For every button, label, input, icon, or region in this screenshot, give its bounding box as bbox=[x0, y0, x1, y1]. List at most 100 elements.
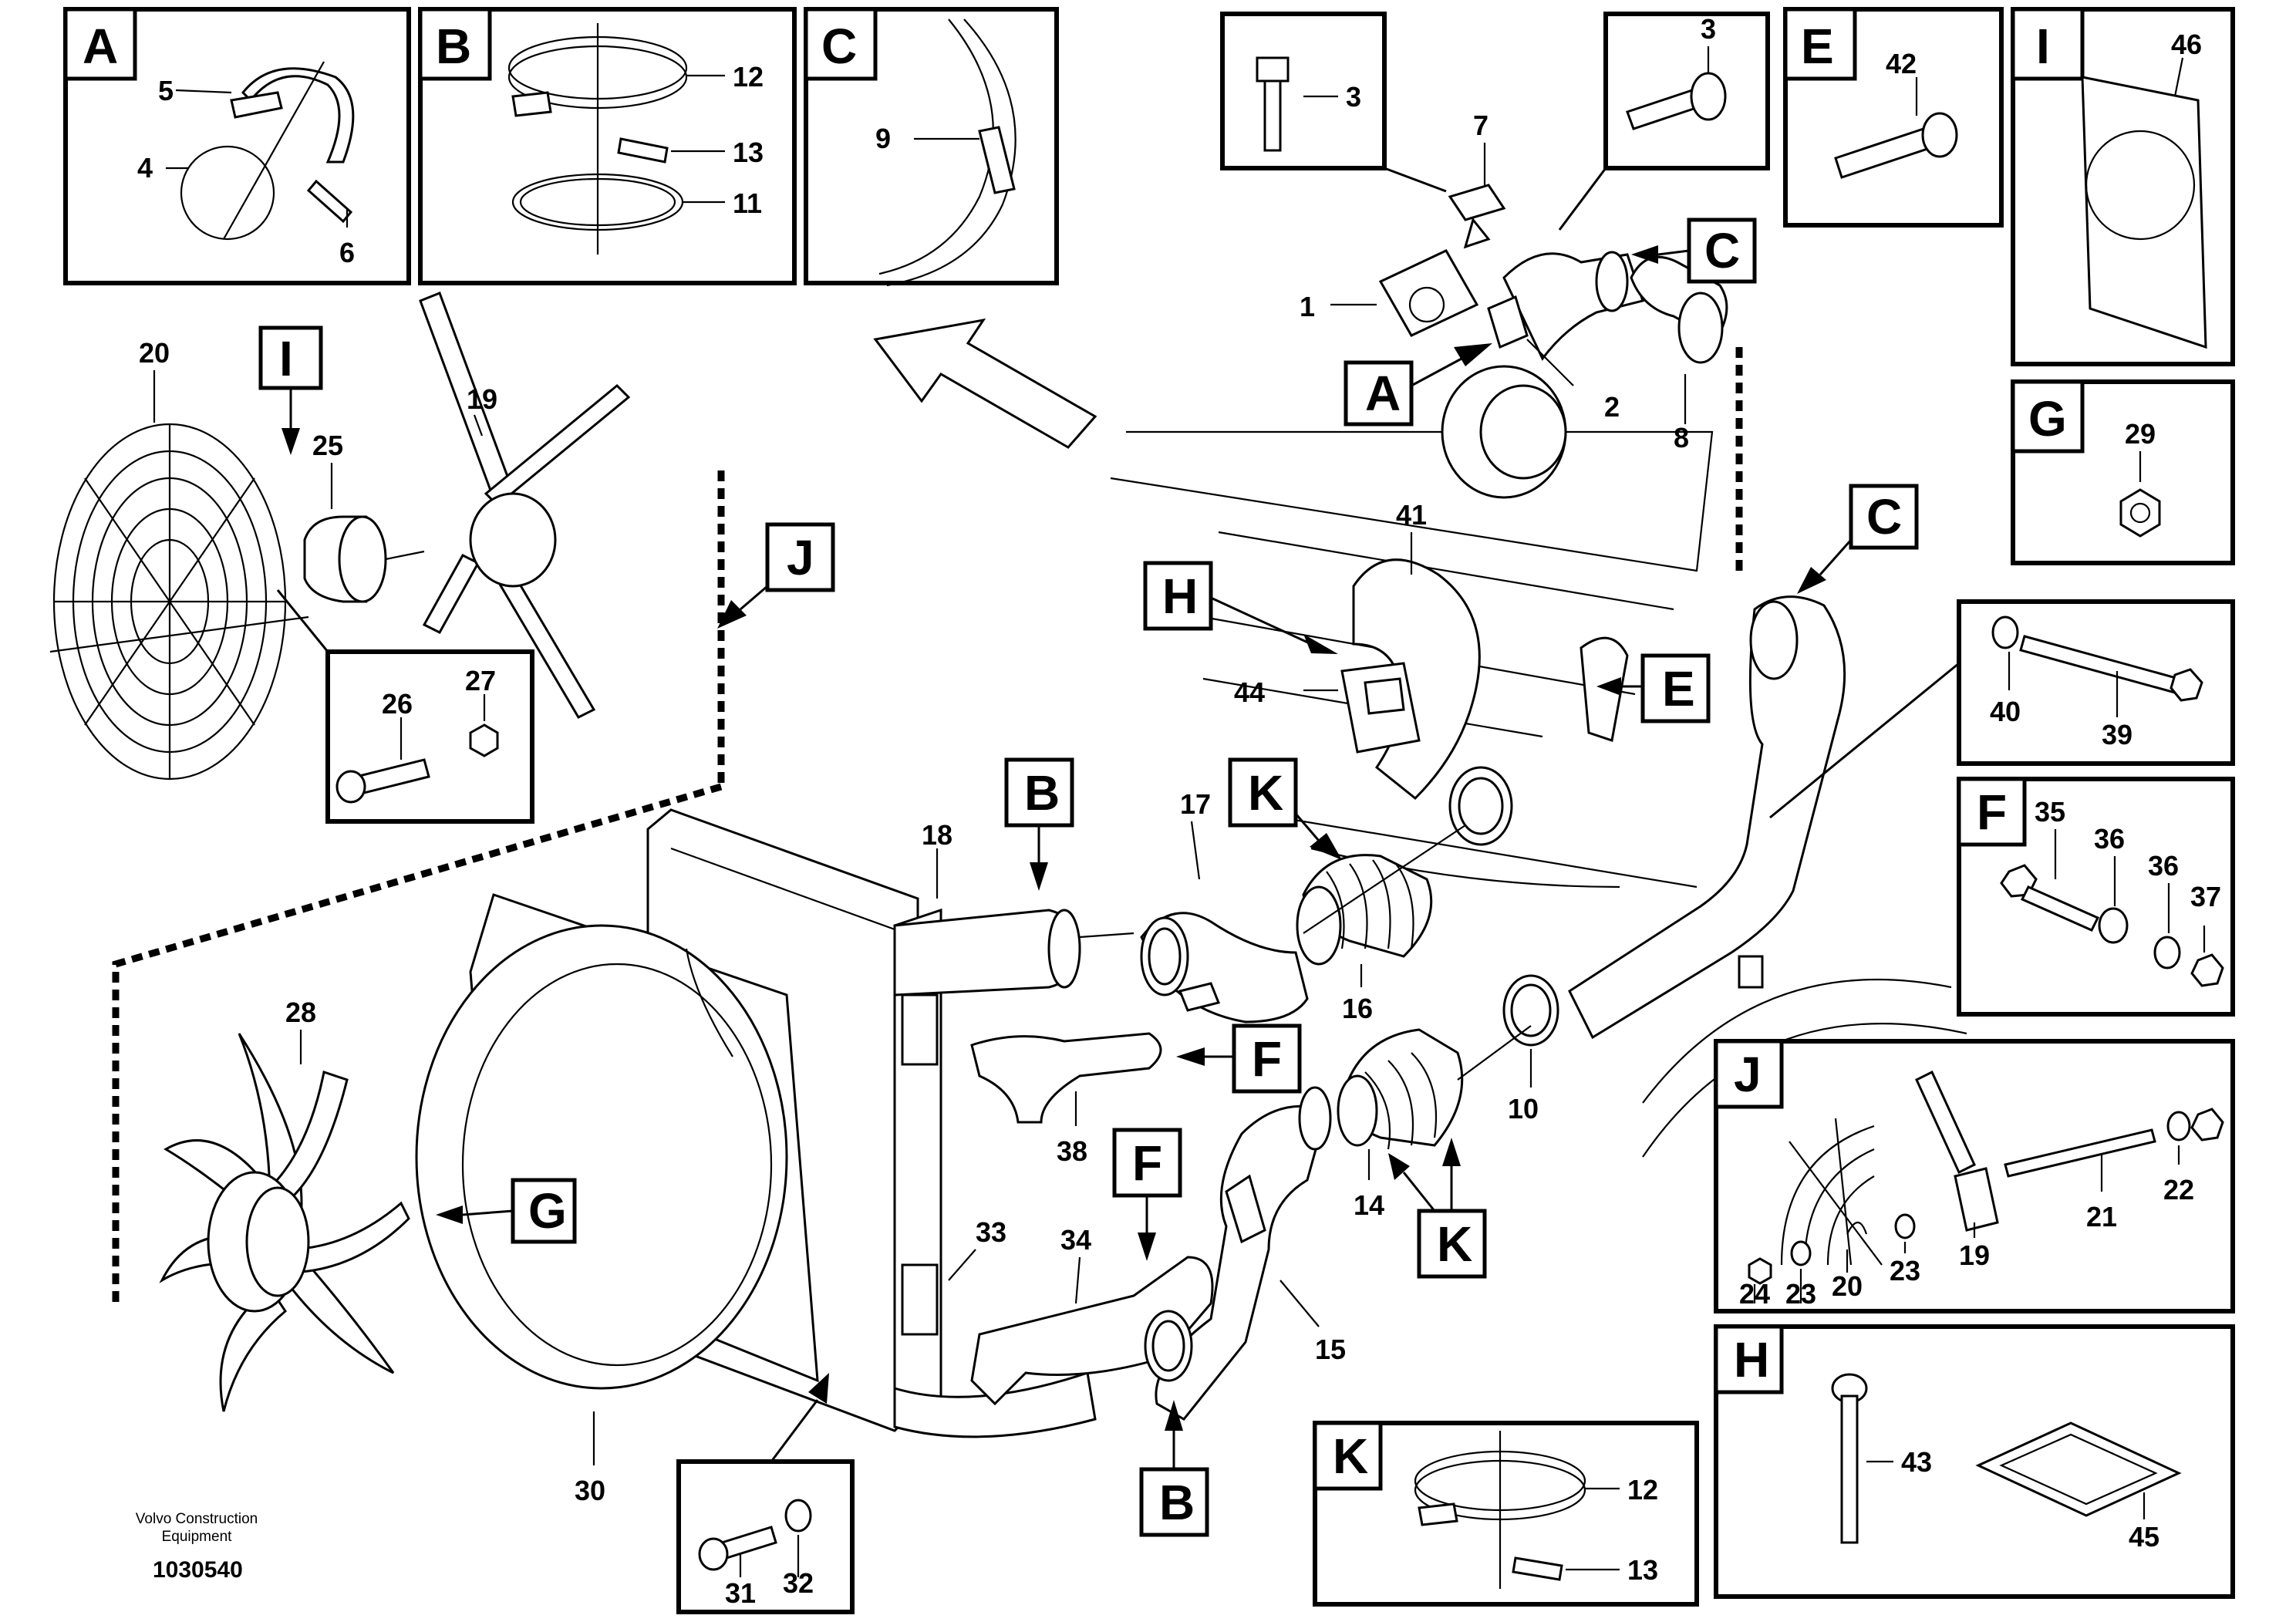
detail-box-g-label: G bbox=[2028, 391, 2067, 447]
callout-f-upper: F bbox=[1176, 1023, 1302, 1094]
callout-e: E bbox=[1596, 653, 1711, 723]
callout-h-label: H bbox=[1162, 568, 1198, 624]
part-number: 20 bbox=[139, 337, 170, 369]
part-number: 29 bbox=[2125, 418, 2156, 450]
callout-b-bottom-label: B bbox=[1159, 1475, 1195, 1530]
part-number: 23 bbox=[1890, 1255, 1920, 1286]
detail-box-i-label: I bbox=[2036, 19, 2050, 74]
part-number: 20 bbox=[1832, 1270, 1863, 1302]
detail-box-k-label: K bbox=[1333, 1428, 1368, 1484]
part-number: 21 bbox=[2086, 1201, 2117, 1233]
part-number: 2 bbox=[1604, 391, 1620, 423]
turbocharger-outlet: 2 bbox=[1441, 251, 1644, 499]
part-number: 22 bbox=[2163, 1174, 2194, 1206]
part-number: 37 bbox=[2190, 881, 2221, 912]
detail-box-c: C 9 bbox=[804, 7, 1059, 287]
drawing-footer: Volvo Construction Equipment 1030540 bbox=[136, 1511, 258, 1583]
callout-k-upper-label: K bbox=[1248, 765, 1283, 821]
part-number: 31 bbox=[725, 1577, 756, 1609]
callout-g-label: G bbox=[528, 1183, 567, 1239]
part-number: 12 bbox=[733, 61, 764, 93]
part-number: 3 bbox=[1346, 81, 1361, 113]
part-number: 38 bbox=[1057, 1135, 1087, 1167]
part-number: 35 bbox=[2035, 796, 2065, 828]
part-number: 9 bbox=[875, 123, 891, 154]
detail-box-bolt-3-right: 3 bbox=[1558, 12, 1770, 231]
callout-b-bottom: B bbox=[1139, 1400, 1209, 1537]
part-number: 13 bbox=[733, 137, 764, 168]
direction-arrow bbox=[873, 318, 1097, 449]
detail-box-bolt-3-left: 3 bbox=[1220, 12, 1447, 193]
part-number: 18 bbox=[922, 819, 952, 851]
callout-i-label: I bbox=[279, 331, 293, 386]
fan-guard-assembly: 20 bbox=[49, 337, 309, 781]
detail-box-k: K 12 13 bbox=[1313, 1421, 1699, 1607]
part-number: 17 bbox=[1180, 788, 1211, 820]
part-number: 27 bbox=[465, 665, 496, 696]
detail-box-g: G 29 bbox=[2011, 379, 2235, 565]
callout-b-top: B bbox=[1004, 757, 1074, 891]
part-number: 19 bbox=[467, 383, 497, 415]
callout-a-label: A bbox=[1365, 366, 1401, 421]
part-number: 25 bbox=[312, 430, 343, 461]
part-number: 10 bbox=[1508, 1093, 1539, 1125]
part-number: 36 bbox=[2094, 823, 2125, 855]
part-number: 3 bbox=[1701, 13, 1716, 45]
charge-air-pipe-15: 15 bbox=[1144, 1086, 1346, 1421]
part-number: 19 bbox=[1959, 1239, 1990, 1271]
part-number: 12 bbox=[1627, 1474, 1658, 1506]
fan-shroud: 30 bbox=[415, 893, 819, 1506]
callout-j: J bbox=[112, 470, 835, 1303]
bellows-14: 14 bbox=[1337, 1025, 1532, 1221]
bellows-16: 16 bbox=[1079, 824, 1466, 1024]
part-number: 34 bbox=[1060, 1224, 1091, 1256]
brand-line-1: Volvo Construction bbox=[136, 1511, 258, 1527]
callout-e-label: E bbox=[1662, 661, 1695, 717]
callout-k-upper: K bbox=[1228, 757, 1342, 860]
detail-box-fasteners-31-32: 31 32 bbox=[676, 1373, 855, 1614]
callout-h: H bbox=[1143, 561, 1338, 654]
detail-box-e-label: E bbox=[1801, 19, 1834, 74]
part-number: 45 bbox=[2129, 1521, 2159, 1553]
part-number: 43 bbox=[1901, 1446, 1932, 1478]
part-number: 5 bbox=[158, 75, 174, 106]
part-number: 7 bbox=[1473, 110, 1489, 141]
part-number: 44 bbox=[1234, 676, 1265, 708]
cooling-fan: 28 bbox=[159, 996, 410, 1412]
part-number: 30 bbox=[575, 1475, 605, 1506]
part-number: 40 bbox=[1990, 696, 2021, 727]
part-number: 46 bbox=[2171, 29, 2202, 60]
intake-pipe-10: 10 bbox=[1502, 595, 1967, 1158]
part-number: 39 bbox=[2102, 719, 2132, 750]
part-number: 14 bbox=[1354, 1189, 1384, 1221]
part-number: 13 bbox=[1627, 1554, 1658, 1586]
detail-box-i: I 46 bbox=[2011, 7, 2235, 366]
part-number: 23 bbox=[1785, 1278, 1816, 1310]
callout-a: A bbox=[1344, 343, 1492, 427]
detail-box-e: E 42 bbox=[1783, 7, 2004, 228]
part-number: 28 bbox=[285, 996, 316, 1028]
detail-box-f-label: F bbox=[1977, 784, 2007, 840]
brand-line-2: Equipment bbox=[162, 1529, 233, 1545]
part-number: 4 bbox=[137, 152, 153, 184]
part-number: 36 bbox=[2148, 850, 2179, 882]
bellows-hose-8: 8 bbox=[1630, 255, 1743, 571]
part-number: 15 bbox=[1315, 1334, 1346, 1365]
callout-k-lower: K bbox=[1388, 1138, 1487, 1279]
fan-motor-assembly: 25 19 bbox=[303, 292, 631, 719]
bracket-34: 34 bbox=[970, 1224, 1214, 1406]
part-number: 6 bbox=[339, 237, 355, 268]
callout-g: G bbox=[436, 1178, 577, 1244]
detail-box-c-label: C bbox=[821, 19, 857, 74]
callout-f-lower-label: F bbox=[1132, 1135, 1162, 1191]
detail-box-f: F 35 36 36 37 bbox=[1957, 777, 2235, 1017]
detail-box-a: A 5 4 6 bbox=[63, 7, 411, 285]
detail-box-fasteners-39-40: 40 39 bbox=[1769, 599, 2235, 819]
detail-box-h-label: H bbox=[1734, 1332, 1769, 1388]
drawing-number: 1030540 bbox=[153, 1557, 243, 1583]
part-number: 33 bbox=[976, 1216, 1006, 1248]
callout-k-lower-label: K bbox=[1437, 1216, 1472, 1272]
callout-f-upper-label: F bbox=[1252, 1031, 1282, 1087]
